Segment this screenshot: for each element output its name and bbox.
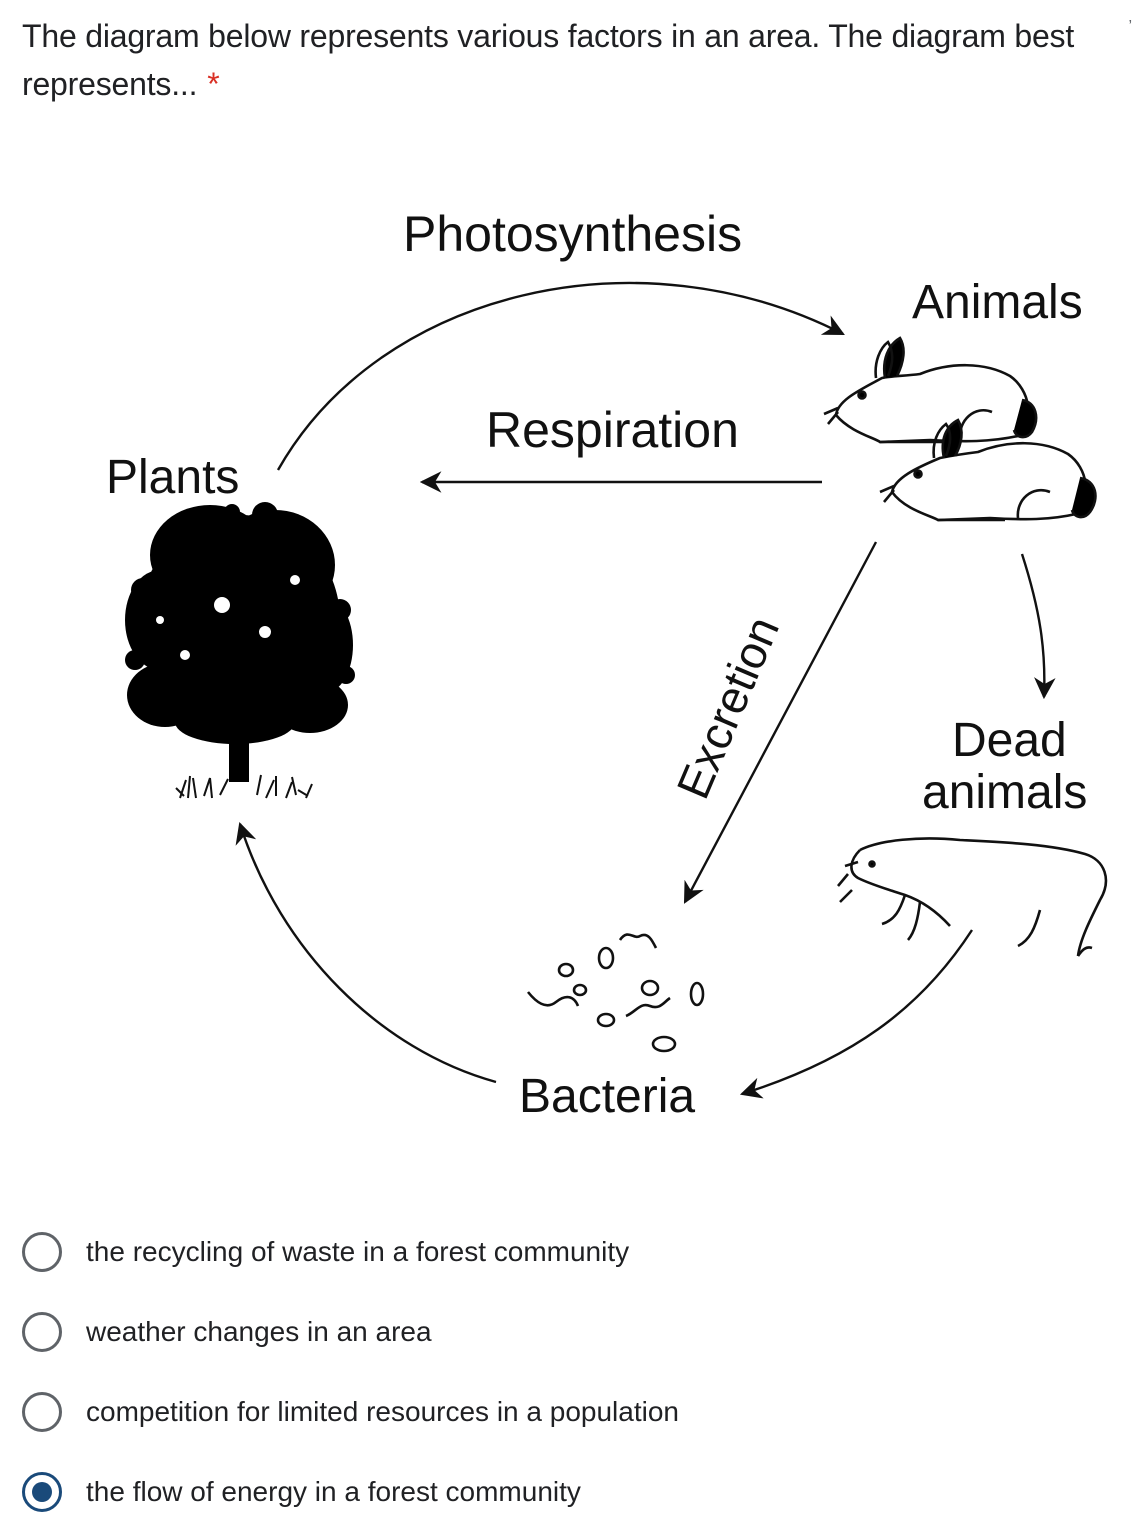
- radio-button[interactable]: [22, 1232, 62, 1272]
- label-photosynthesis: Photosynthesis: [403, 206, 742, 262]
- label-plants: Plants: [106, 451, 239, 504]
- label-dead-line1: Dead: [952, 714, 1067, 767]
- radio-button[interactable]: [22, 1312, 62, 1352]
- arrow-nutrients-to-plants: [235, 821, 497, 1084]
- option-weather-changes[interactable]: weather changes in an area: [22, 1292, 1022, 1372]
- label-dead-line2: animals: [922, 766, 1087, 819]
- question-title: The diagram below represents various fac…: [22, 12, 1112, 108]
- label-animals: Animals: [912, 276, 1083, 329]
- tree-icon: [125, 502, 355, 782]
- option-label: competition for limited resources in a p…: [86, 1396, 679, 1427]
- arrow-excretion: [683, 541, 878, 904]
- label-bacteria: Bacteria: [519, 1070, 695, 1123]
- edge-mark-icon: ’: [1128, 18, 1132, 35]
- arrow-death: [1020, 553, 1056, 700]
- option-label: the flow of energy in a forest community: [86, 1476, 581, 1507]
- option-label: the recycling of waste in a forest commu…: [86, 1236, 630, 1267]
- option-recycling-waste[interactable]: the recycling of waste in a forest commu…: [22, 1212, 1022, 1292]
- option-label: weather changes in an area: [86, 1316, 432, 1347]
- option-competition[interactable]: competition for limited resources in a p…: [22, 1372, 1022, 1452]
- arrow-decomposition: [739, 929, 974, 1099]
- radio-button[interactable]: [22, 1392, 62, 1432]
- question-text: The diagram below represents various fac…: [22, 18, 1075, 102]
- bacteria-icon: [526, 933, 705, 1053]
- rabbit-icon-top: [823, 336, 1038, 444]
- label-excretion: Excretion: [666, 609, 789, 806]
- arrow-photosynthesis: [276, 281, 845, 471]
- rabbit-icon-bottom: [879, 418, 1097, 522]
- dead-animal-icon: [837, 837, 1108, 957]
- nutrient-cycle-diagram: Photosynthesis Animals Respiration Plant…: [106, 206, 1108, 1123]
- required-asterisk: *: [207, 66, 220, 102]
- grass-icon: [175, 774, 313, 799]
- radio-button[interactable]: [22, 1472, 62, 1512]
- label-respiration: Respiration: [486, 402, 739, 458]
- option-flow-of-energy[interactable]: the flow of energy in a forest community: [22, 1452, 1022, 1532]
